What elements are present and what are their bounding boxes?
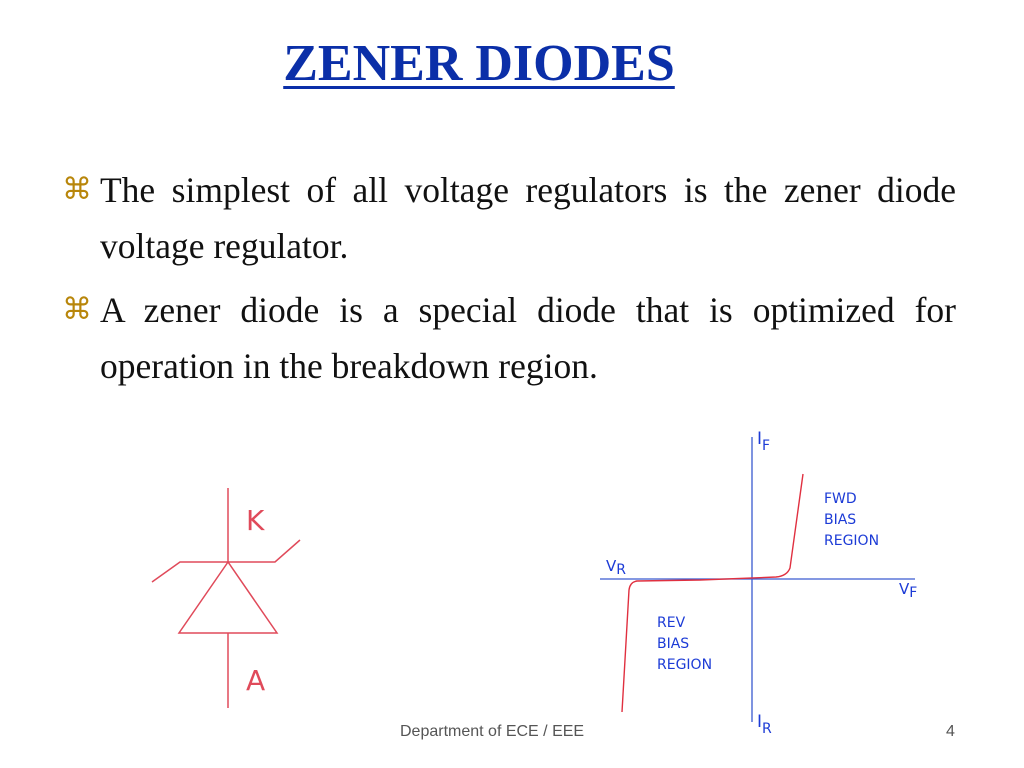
bullet-text: The simplest of all voltage regulators i… <box>100 170 956 266</box>
fwd-bias-label: FWD BIAS REGION <box>824 491 879 549</box>
bullet-item: ⌘ The simplest of all voltage regulators… <box>62 162 956 274</box>
svg-text:REGION: REGION <box>657 657 712 673</box>
cathode-label: K <box>246 504 265 537</box>
anode-label: A <box>246 664 265 697</box>
svg-text:BIAS: BIAS <box>824 512 856 528</box>
bullet-marker-icon: ⌘ <box>62 292 92 327</box>
bullet-item: ⌘ A zener diode is a special diode that … <box>62 282 956 394</box>
svg-text:REGION: REGION <box>824 533 879 549</box>
slide-title: ZENER DIODES <box>283 35 675 92</box>
page-number: 4 <box>946 723 955 740</box>
ir-label: IR <box>757 712 772 737</box>
footer-department: Department of ECE / EEE <box>400 723 585 740</box>
rev-bias-label: REV BIAS REGION <box>657 615 712 673</box>
vr-label: VR <box>606 557 626 578</box>
svg-text:BIAS: BIAS <box>657 636 689 652</box>
vf-label: VF <box>899 580 917 601</box>
bullet-text: A zener diode is a special diode that is… <box>100 290 956 386</box>
if-label: IF <box>757 429 770 454</box>
zener-curve <box>621 473 804 713</box>
svg-text:FWD: FWD <box>824 491 857 507</box>
svg-text:REV: REV <box>657 615 686 631</box>
bullet-marker-icon: ⌘ <box>62 172 92 207</box>
slide-footer: Department of ECE / EEE 4 <box>0 723 1024 747</box>
